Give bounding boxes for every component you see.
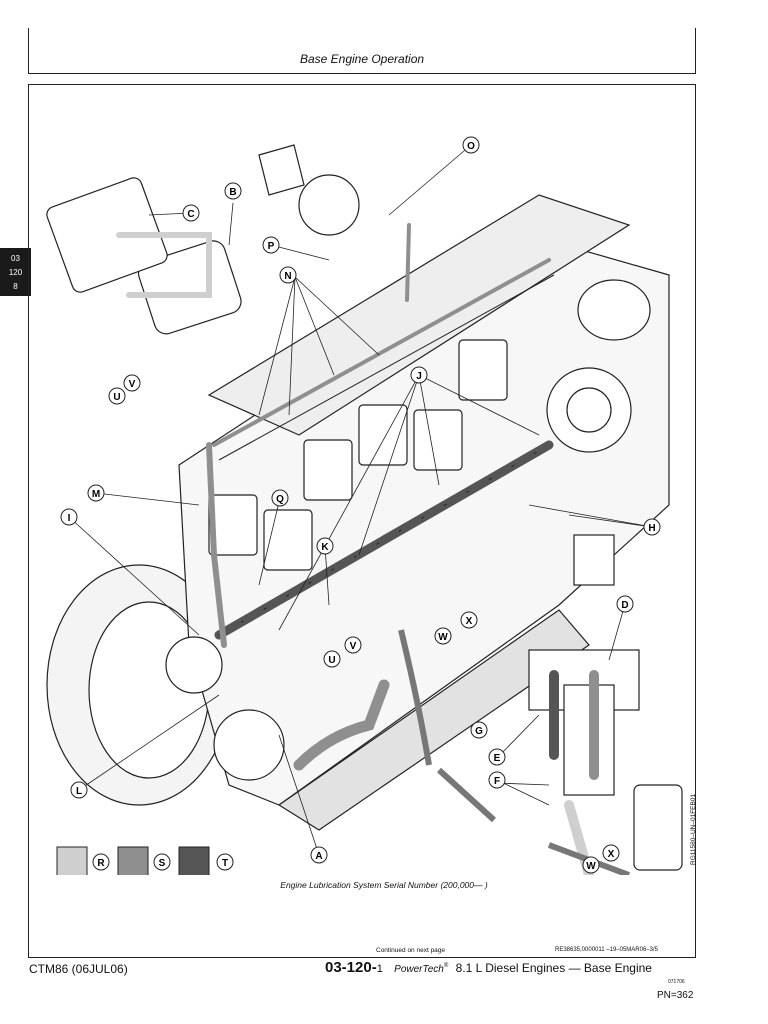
svg-text:O: O: [467, 141, 475, 152]
callout-J: J: [410, 366, 428, 384]
callout-L: L: [70, 781, 88, 799]
svg-text:D: D: [621, 600, 628, 611]
svg-text:Q: Q: [276, 494, 284, 505]
callout-H: H: [643, 518, 661, 536]
svg-text:M: M: [92, 489, 100, 500]
svg-text:N: N: [284, 271, 291, 282]
page-sub-number: 1: [376, 963, 383, 975]
callout-D: D: [616, 595, 634, 613]
svg-text:A: A: [315, 851, 322, 862]
svg-text:X: X: [466, 616, 473, 627]
pn-number: PN=362: [657, 990, 694, 1001]
registered-mark: ®: [443, 963, 449, 969]
svg-text:G: G: [475, 726, 483, 737]
callout-W-2: W: [582, 856, 600, 874]
svg-text:U: U: [328, 655, 335, 666]
callout-I: I: [60, 508, 78, 526]
callout-N: N: [279, 266, 297, 284]
svg-text:S: S: [159, 858, 166, 869]
svg-text:F: F: [494, 776, 500, 787]
section-tab-line-1: 03: [11, 254, 20, 263]
legend-R: R: [56, 846, 110, 875]
callout-M: M: [87, 484, 105, 502]
engine-block-drawing: [46, 144, 683, 871]
brand-name: PowerTech: [394, 964, 444, 975]
callout-A: A: [310, 846, 328, 864]
section-tab-line-3: 8: [13, 282, 18, 291]
callout-B: B: [224, 182, 242, 200]
callout-C: C: [182, 204, 200, 222]
callout-K: K: [316, 537, 334, 555]
continued-note: Continued on next page: [376, 947, 446, 954]
engine-title: 8.1 L Diesel Engines — Base Engine: [455, 961, 652, 975]
section-tab-line-2: 120: [8, 268, 23, 277]
callout-labels: A B C D E F G H I J K L M N O P Q U V U …: [60, 136, 661, 874]
svg-text:J: J: [416, 371, 422, 382]
svg-text:C: C: [187, 209, 194, 220]
svg-text:L: L: [76, 786, 82, 797]
svg-text:H: H: [648, 523, 655, 534]
callout-W: W: [434, 627, 452, 645]
figure-vertical-ref: RG11580–UN–01FEB01: [690, 793, 697, 865]
section-title: Base Engine Operation: [299, 52, 425, 66]
svg-text:R: R: [97, 858, 105, 869]
callout-V-2: V: [344, 636, 362, 654]
callout-F: F: [488, 771, 506, 789]
callout-V: V: [123, 374, 141, 392]
callout-O: O: [462, 136, 480, 154]
svg-text:B: B: [229, 187, 236, 198]
page-number: 03-120-: [325, 959, 377, 976]
figure-caption: Engine Lubrication System Serial Number …: [280, 880, 488, 890]
figure-frame: [28, 84, 696, 958]
legend-T: T: [178, 846, 234, 875]
engine-lubrication-illustration: A B C D E F G H I J K L M N O P Q U V U …: [46, 136, 683, 875]
svg-text:K: K: [321, 542, 329, 553]
svg-text:X: X: [608, 849, 615, 860]
svg-text:V: V: [129, 379, 136, 390]
callout-X-2: X: [602, 844, 620, 862]
legend-S: S: [117, 846, 171, 875]
svg-text:V: V: [350, 641, 357, 652]
header-box: Base Engine Operation: [28, 28, 696, 74]
svg-text:P: P: [268, 241, 275, 252]
callout-Q: Q: [271, 489, 289, 507]
svg-text:T: T: [222, 858, 228, 869]
callout-E: E: [488, 748, 506, 766]
callout-U-2: U: [323, 650, 341, 668]
svg-text:U: U: [113, 392, 120, 403]
shade-legend: R S T: [56, 846, 234, 875]
svg-text:W: W: [586, 861, 596, 872]
leader-lines: [68, 144, 653, 856]
callout-X: X: [460, 611, 478, 629]
svg-text:E: E: [494, 753, 501, 764]
callout-G: G: [470, 721, 488, 739]
callout-P: P: [262, 236, 280, 254]
footer-center: 03-120-1 PowerTech® 8.1 L Diesel Engines…: [325, 959, 652, 976]
section-tab: 03 120 8: [0, 248, 31, 296]
oil-passages: [116, 223, 599, 875]
manual-id: CTM86 (06JUL06): [29, 962, 128, 976]
figure-ref-code: RE38635,0000011 –19–05MAR06–3/5: [555, 947, 658, 953]
svg-text:W: W: [438, 632, 448, 643]
date-code: 071706: [668, 979, 685, 985]
callout-U: U: [108, 387, 126, 405]
svg-text:I: I: [68, 513, 71, 524]
